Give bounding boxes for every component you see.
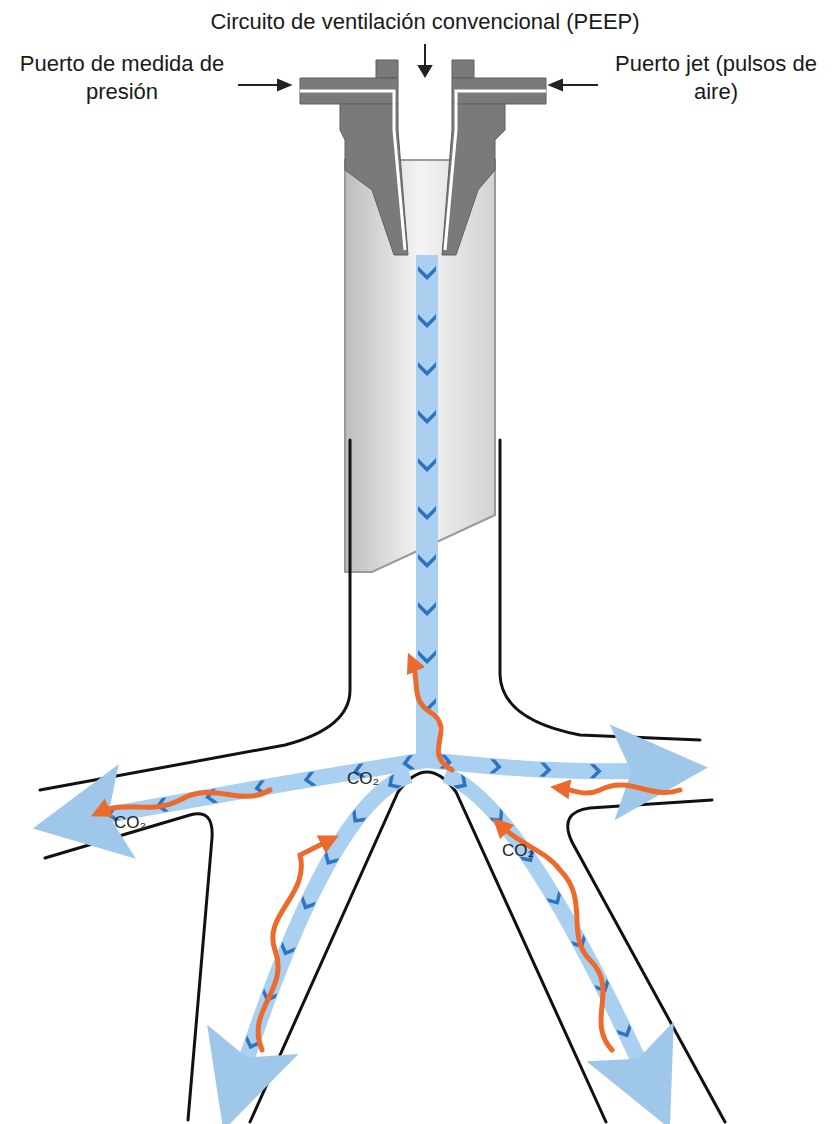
circuit-label: Circuito de ventilación convencional (PE… <box>125 8 725 36</box>
flow-chevron <box>278 942 296 958</box>
co2-outflow <box>100 662 680 1050</box>
flow-chevron <box>418 506 436 520</box>
flow-chevrons <box>105 266 634 1051</box>
connector-channels <box>300 91 546 250</box>
flow-chevron <box>590 764 602 778</box>
flow-chevron <box>401 755 415 771</box>
flow-chevron <box>418 410 436 424</box>
flow-chevron <box>418 602 436 616</box>
airway-walls <box>40 440 725 1122</box>
flow-chevron <box>348 809 366 827</box>
jet-connector <box>300 60 546 255</box>
co2-label: CO₂ <box>345 768 381 789</box>
flow-chevron <box>546 891 564 908</box>
endotracheal-tube <box>345 160 495 572</box>
flow-chevron <box>418 458 436 472</box>
flow-chevron <box>418 362 436 376</box>
jet-gas-flow <box>80 255 660 1085</box>
co2-label: CO₂ <box>500 840 536 861</box>
flow-chevron <box>302 771 316 787</box>
pressure-port-label: Puerto de medida de presión <box>8 50 236 105</box>
flow-chevron <box>418 266 436 280</box>
flow-chevron <box>384 774 402 792</box>
flow-chevron <box>453 774 471 792</box>
flow-chevron <box>418 554 436 568</box>
co2-label: CO₂ <box>112 812 148 833</box>
flow-chevron <box>539 762 552 777</box>
flow-chevron <box>616 1024 634 1041</box>
jet-port-label: Puerto jet (pulsos de aire) <box>598 50 834 105</box>
flow-chevron <box>321 851 339 868</box>
flow-chevron <box>298 896 316 913</box>
flow-chevron <box>418 314 436 328</box>
flow-chevron <box>418 650 436 664</box>
flow-chevron <box>489 759 502 774</box>
